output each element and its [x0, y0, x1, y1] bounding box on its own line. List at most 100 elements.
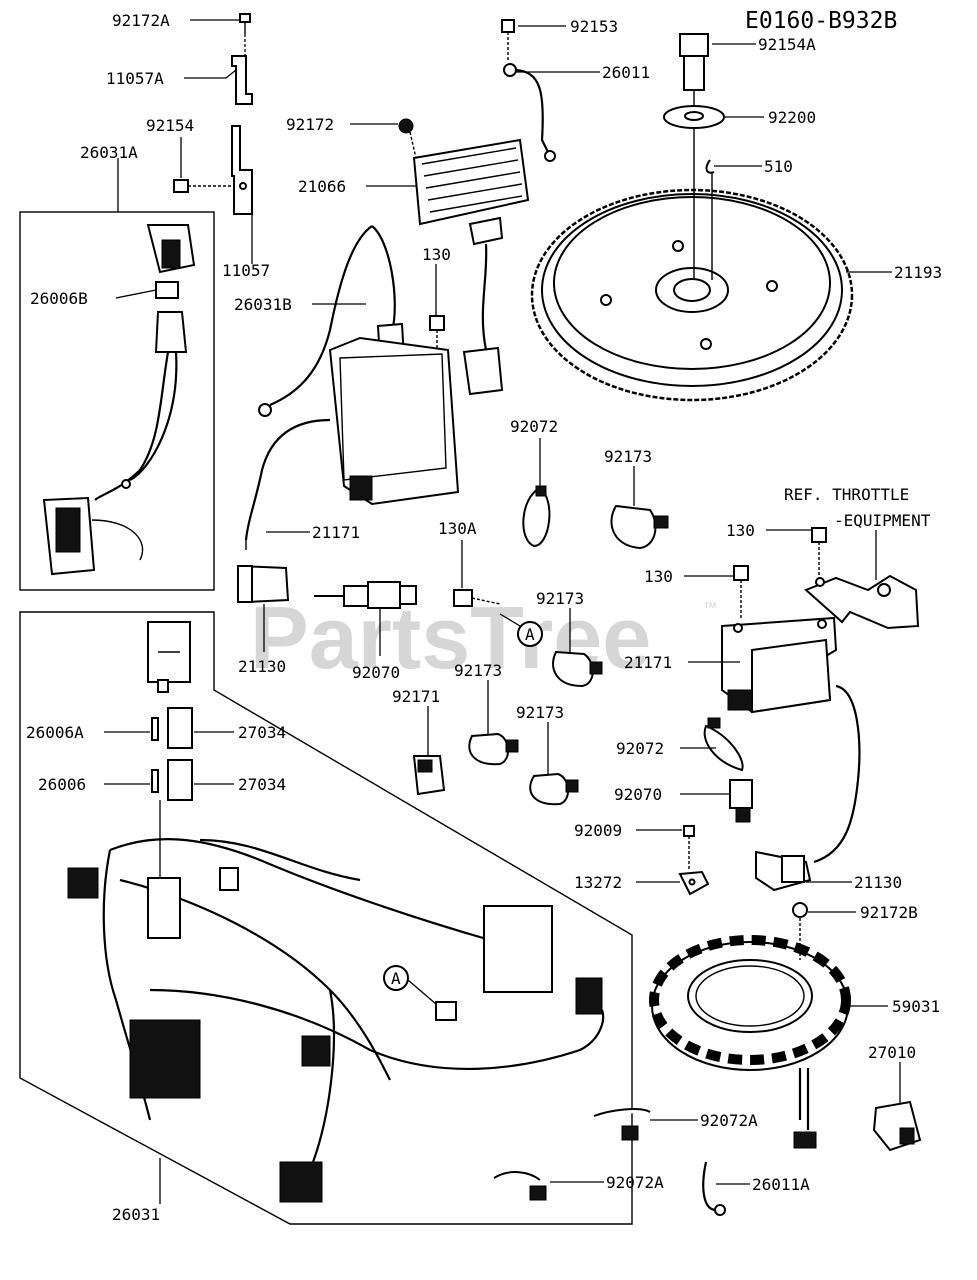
band-92072A-b [493, 1171, 547, 1201]
callout-92172: 92172 [286, 115, 334, 134]
spark-plug-cap-21130-left [236, 564, 290, 604]
callout-11057: 11057 [222, 261, 270, 280]
harness-26031 [67, 837, 605, 1203]
relay-box [147, 621, 191, 693]
callout-130-top: 130 [422, 245, 451, 264]
bolt-130-right [811, 527, 827, 578]
spark-plug-92070-left [314, 581, 417, 609]
bracket-11057A [231, 55, 253, 105]
callout-27034-b: 27034 [238, 775, 286, 794]
callout-labels: 92172A 11057A 92154 26031A 11057 26006B … [26, 11, 942, 1224]
screw-92172 [398, 118, 417, 159]
callout-21193: 21193 [894, 263, 942, 282]
callout-27034-a: 27034 [238, 723, 286, 742]
callout-92154A: 92154A [758, 35, 816, 54]
band-92072A-a [593, 1108, 651, 1141]
clamp-92173-b [468, 732, 519, 766]
bolt-92172A [239, 13, 251, 34]
clamp-92173-mid [552, 650, 603, 688]
callout-26006: 26006 [38, 775, 86, 794]
callout-27010: 27010 [868, 1043, 916, 1062]
callout-26006B: 26006B [30, 289, 88, 308]
callout-92172A: 92172A [112, 11, 170, 30]
bracket-11057 [231, 125, 253, 215]
callout-130A: 130A [438, 519, 477, 538]
main-harness-box [19, 611, 633, 1225]
callout-92173-c: 92173 [516, 703, 564, 722]
ref-throttle-line-1: REF. THROTTLE [784, 485, 909, 504]
regulator-21066 [412, 138, 530, 396]
callout-21130-left: 21130 [238, 657, 286, 676]
harness-26031A-box [19, 211, 215, 591]
plate-13272 [678, 870, 710, 896]
callout-21171-left: 21171 [312, 523, 360, 542]
relay-27034-a [167, 707, 193, 749]
fuse-26006 [151, 769, 159, 793]
bolt-130-mid [733, 565, 749, 620]
watermark-trademark: ™ [703, 599, 717, 615]
screw-92009 [683, 825, 695, 870]
callout-26006A: 26006A [26, 723, 84, 742]
fuse-holder-26031A [42, 224, 196, 576]
diagram-code: E0160-B932B [745, 8, 897, 34]
callout-92070-left: 92070 [352, 663, 400, 682]
callout-21171-right: 21171 [624, 653, 672, 672]
callout-11057A: 11057A [106, 69, 164, 88]
band-92072-right [703, 717, 744, 772]
ignition-coil-21171-left [244, 336, 460, 550]
callout-130-mid: 130 [644, 567, 673, 586]
washer-92200 [663, 105, 725, 129]
callout-92153: 92153 [570, 17, 618, 36]
bolt-92172B [792, 902, 808, 960]
spark-plug-92070-right [729, 779, 753, 823]
callout-26011: 26011 [602, 63, 650, 82]
callout-92154: 92154 [146, 116, 194, 135]
ref-A-label-1: A [525, 625, 535, 644]
callout-92173-top: 92173 [604, 447, 652, 466]
bolt-92154A [679, 33, 709, 280]
callout-92173-mid: 92173 [536, 589, 584, 608]
spark-plug-cap-21130-right [755, 850, 812, 892]
clamp-92173-top [610, 504, 669, 550]
ref-circle-A-1: A [499, 613, 543, 647]
band-92072-top [522, 485, 551, 548]
callout-92009: 92009 [574, 821, 622, 840]
ref-A-label-2: A [391, 969, 401, 988]
callout-92171: 92171 [392, 687, 440, 706]
ref-circle-A-2: A [383, 965, 437, 1005]
lead-26011A [702, 1161, 726, 1216]
fuse-26006A [151, 717, 159, 741]
callout-26011A: 26011A [752, 1175, 810, 1194]
key-510 [705, 159, 715, 280]
callout-92173-b: 92173 [454, 661, 502, 680]
callout-26031A: 26031A [80, 143, 138, 162]
callout-92072-top: 92072 [510, 417, 558, 436]
callout-92072-right: 92072 [616, 739, 664, 758]
clamp-92173-c [529, 772, 579, 806]
bolt-130A [453, 589, 501, 607]
screw-92153 [501, 19, 515, 62]
ignition-coil-21171-right [721, 616, 861, 864]
clip-92171 [412, 755, 446, 796]
callout-130-right: 130 [726, 521, 755, 540]
switch-27010 [872, 1100, 922, 1152]
callout-510: 510 [764, 157, 793, 176]
flywheel-21193 [530, 188, 854, 402]
callout-26031: 26031 [112, 1205, 160, 1224]
callout-59031: 59031 [892, 997, 940, 1016]
callout-92200: 92200 [768, 108, 816, 127]
ref-throttle-line-2: -EQUIPMENT [834, 511, 931, 530]
callout-92072A-b: 92072A [606, 1173, 664, 1192]
callout-21066: 21066 [298, 177, 346, 196]
callout-26031B: 26031B [234, 295, 292, 314]
throttle-bracket [804, 574, 920, 630]
callout-92172B: 92172B [860, 903, 918, 922]
callout-13272: 13272 [574, 873, 622, 892]
stator-59031 [649, 935, 851, 1149]
bolt-92154 [173, 179, 232, 193]
leader-lines [104, 19, 901, 1204]
callout-92072A-a: 92072A [700, 1111, 758, 1130]
callout-21130-right: 21130 [854, 873, 902, 892]
relay-27034-b [167, 759, 193, 801]
